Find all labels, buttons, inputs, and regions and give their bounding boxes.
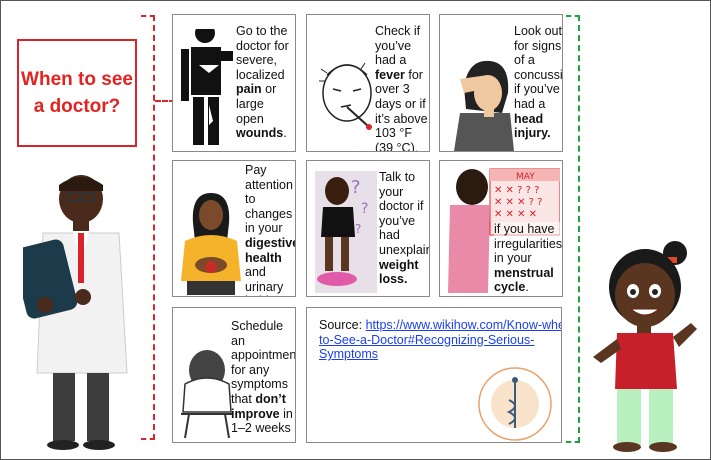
card-menstrual-cycle: MAY ✕ ✕ ? ? ? ✕ ✕ ✕ ? ? ✕ ✕ ✕ ✕ if you h… [439, 160, 563, 297]
title-box: When to see a doctor? [17, 39, 137, 147]
card-digestive-health: Pay attention to changes in your digesti… [172, 160, 296, 297]
source-label: Source: [319, 318, 366, 332]
injured-man-icon [181, 23, 233, 145]
card-6-text: if you have irregularities in your menst… [494, 222, 563, 295]
nurse-illustration [593, 241, 697, 452]
card-7-text: Schedule an appointment for any symptoms… [231, 319, 296, 436]
sick-child-icon [319, 62, 372, 130]
page-title: When to see a doctor? [21, 69, 133, 117]
svg-text:?: ? [351, 177, 361, 198]
card-2-text: Check if you’ve had a fever for over 3 d… [375, 24, 428, 152]
svg-text:✕ ✕ ? ? ?: ✕ ✕ ? ? ? [494, 185, 539, 196]
calendar-month-label: MAY [516, 172, 535, 182]
source-link[interactable]: https://www.wikihow.com/Know-when-to-See… [319, 318, 562, 361]
doctor-illustration [23, 175, 128, 450]
card-5-text: Talk to your doctor if you’ve had unexpl… [379, 170, 429, 287]
card-weight-loss: ? ? ? Talk to your doctor if you’ve had … [306, 160, 430, 297]
source-card: Source: https://www.wikihow.com/Know-whe… [306, 307, 562, 443]
weight-scale-woman-icon: ? ? ? [315, 171, 377, 293]
card-fever: Check if you’ve had a fever for over 3 d… [306, 14, 430, 152]
clinic-seal-logo [478, 367, 552, 441]
source-text: Source: https://www.wikihow.com/Know-whe… [319, 318, 562, 362]
headache-woman-icon [454, 60, 514, 151]
card-pain-wounds: Go to the doctor for severe, localized p… [172, 14, 296, 152]
svg-text:✕ ✕ ✕ ✕: ✕ ✕ ✕ ✕ [494, 209, 537, 220]
svg-text:✕ ✕ ✕ ? ?: ✕ ✕ ✕ ? ? [494, 197, 542, 208]
card-4-text: Pay attention to changes in your digesti… [245, 163, 296, 296]
red-bracket-connector [155, 100, 175, 102]
card-symptoms-persist: Schedule an appointment for any symptoms… [172, 307, 296, 443]
red-bracket [141, 15, 155, 440]
card-head-injury: Look out for signs of a concussion if yo… [439, 14, 563, 152]
card-1-text: Go to the doctor for severe, localized p… [236, 24, 289, 141]
svg-text:?: ? [361, 201, 368, 217]
svg-text:?: ? [355, 222, 361, 236]
card-3-text: Look out for signs of a concussion if yo… [514, 24, 563, 141]
stomach-ache-woman-icon [181, 193, 241, 295]
green-bracket [566, 15, 580, 443]
sad-sitting-person-icon [181, 350, 233, 438]
